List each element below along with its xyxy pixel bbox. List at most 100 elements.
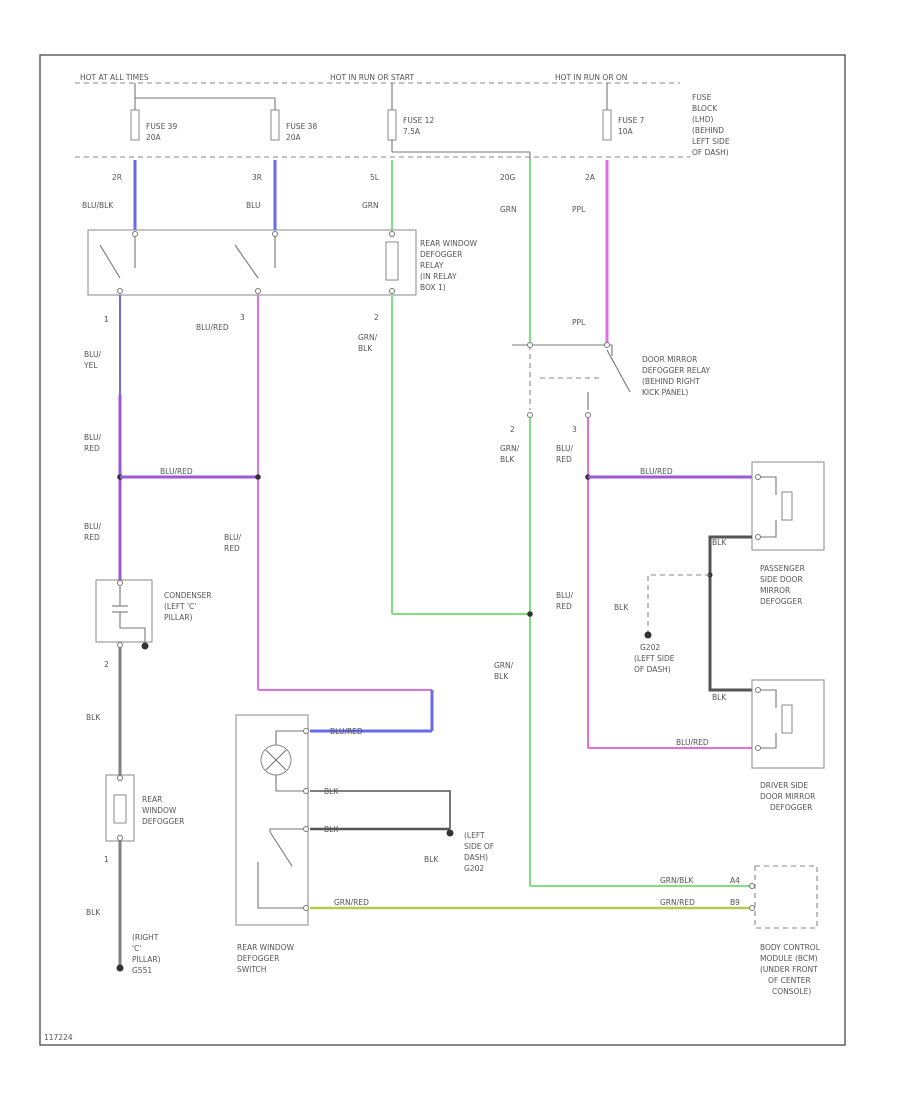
wire-grn-20g-label: GRN: [500, 205, 517, 214]
wire-blu-yel-label-2: YEL: [83, 361, 98, 370]
svg-text:OF CENTER: OF CENTER: [768, 976, 811, 985]
g551-ground: [116, 964, 124, 972]
svg-text:BOX 1): BOX 1): [420, 283, 446, 292]
svg-text:B9: B9: [730, 898, 740, 907]
fuse-12-rating: 7.5A: [403, 127, 421, 136]
svg-text:A4: A4: [730, 876, 740, 885]
rear-window-defogger-relay: REAR WINDOW DEFOGGER RELAY (IN RELAY BOX…: [87, 229, 478, 296]
wire-blu-blk-label: BLU/BLK: [82, 201, 114, 210]
fuse-39-label: FUSE 39: [146, 122, 177, 131]
svg-text:CONSOLE): CONSOLE): [772, 987, 811, 996]
fuse-12-pin: 5L: [370, 173, 380, 182]
wire-blu-red-left-label-2: RED: [84, 444, 100, 453]
fuse-38: FUSE 38 20A: [270, 109, 317, 142]
wire-blk-mirror-link: [708, 535, 752, 692]
switch-ground-wire-label: BLK: [424, 855, 439, 864]
fuse-block-label: FUSE BLOCK (LHD) (BEHIND LEFT SIDE OF DA…: [692, 93, 730, 157]
relay-out-pin-2: 2: [374, 313, 379, 322]
g202-label-1: G202: [640, 643, 660, 652]
g202-label-2: (LEFT SIDE: [634, 654, 675, 663]
wire-grn-label: GRN: [362, 201, 379, 210]
door-mirror-defogger-relay: PPL DOOR MIRROR DEFOGGER RELAY (BEHIND R…: [512, 318, 711, 418]
hot-run-on-label: HOT IN RUN OR ON: [555, 73, 627, 82]
svg-text:BODY CONTROL: BODY CONTROL: [760, 943, 821, 952]
door-relay-wire-1: GRN/: [500, 444, 520, 453]
door-relay-wire-2: BLK: [500, 455, 515, 464]
wire-grn-blk-label-2: BLK: [358, 344, 373, 353]
fuse-12: FUSE 12 7.5A: [387, 109, 434, 141]
wire-blu-red-h1-label: BLU/RED: [160, 467, 193, 476]
wire-blu-red-left-label-3: BLU/: [84, 522, 101, 531]
fuse-7-label: FUSE 7: [618, 116, 645, 125]
wire-blk-1-label: BLK: [86, 713, 101, 722]
svg-text:KICK PANEL): KICK PANEL): [642, 388, 688, 397]
wire-grn-blk-low-1: GRN/: [494, 661, 514, 670]
door-relay-wire-3: BLU/: [556, 444, 573, 453]
wire-blu-red-right-label-1: BLU/: [556, 591, 573, 600]
svg-text:REAR WINDOW: REAR WINDOW: [420, 239, 478, 248]
svg-text:FUSE: FUSE: [692, 93, 712, 102]
svg-text:(LEFT 'C': (LEFT 'C': [164, 602, 196, 611]
svg-text:DEFOGGER: DEFOGGER: [760, 597, 802, 606]
fuse-12-label: FUSE 12: [403, 116, 434, 125]
svg-text:SWITCH: SWITCH: [237, 965, 266, 974]
wire-blu-red-label: BLU/RED: [196, 323, 229, 332]
wire-grn-blk-label-1: GRN/: [358, 333, 378, 342]
bcm-grn-blk-label: GRN/BLK: [660, 876, 694, 885]
svg-text:RELAY: RELAY: [420, 261, 444, 270]
wire-grn-blk-low-2: BLK: [494, 672, 509, 681]
wire-blu-red-mid-label-2: RED: [224, 544, 240, 553]
relay-out-pin-3: 3: [240, 313, 245, 322]
svg-text:REAR WINDOW: REAR WINDOW: [237, 943, 295, 952]
relay-out-pin-1: 1: [104, 315, 109, 324]
wire-blk-2-label: BLK: [86, 908, 101, 917]
svg-text:SIDE DOOR: SIDE DOOR: [760, 575, 803, 584]
wire-blu-yel-label-1: BLU/: [84, 350, 101, 359]
wire-blu-red-left-label-1: BLU/: [84, 433, 101, 442]
svg-text:(BEHIND RIGHT: (BEHIND RIGHT: [642, 377, 700, 386]
wire-blk-switch-1: [310, 790, 451, 829]
g202-ground: [644, 631, 652, 639]
wire-blu-red-h2-label: BLU/RED: [640, 467, 673, 476]
svg-text:DEFOGGER: DEFOGGER: [420, 250, 462, 259]
svg-text:DOOR MIRROR: DOOR MIRROR: [760, 792, 815, 801]
door-relay-pin-3: 3: [572, 425, 577, 434]
wire-blu-label: BLU: [246, 201, 260, 210]
left-side-dash-ground-label: (LEFT SIDE OF DASH) G202: [464, 831, 494, 873]
pin-20g: 20G: [500, 173, 516, 182]
switch-blk-2-label: BLK: [324, 825, 339, 834]
svg-text:WINDOW: WINDOW: [142, 806, 177, 815]
diagram-frame: [39, 54, 846, 1046]
svg-text:PASSENGER: PASSENGER: [760, 564, 805, 573]
bcm-grn-red-label: GRN/RED: [660, 898, 695, 907]
svg-text:OF DASH): OF DASH): [692, 148, 729, 157]
ppl-at-relay-label: PPL: [572, 318, 586, 327]
g202-switch-ground: [446, 829, 454, 837]
svg-text:DEFOGGER: DEFOGGER: [237, 954, 279, 963]
hot-at-all-times-label: HOT AT ALL TIMES: [80, 73, 149, 82]
svg-text:MODULE (BCM): MODULE (BCM): [760, 954, 818, 963]
diagram-id: 117224: [44, 1033, 73, 1042]
svg-text:DASH): DASH): [464, 853, 488, 862]
body-control-module: A4 B9 BODY CONTROL MODULE (BCM) (UNDER F…: [730, 865, 821, 996]
g202-label-3: OF DASH): [634, 665, 671, 674]
svg-text:LEFT SIDE: LEFT SIDE: [692, 137, 730, 146]
door-relay-pin-2: 2: [510, 425, 515, 434]
wire-blu-red-right-label-2: RED: [556, 602, 572, 611]
wire-blu-red-mid-label-1: BLU/: [224, 533, 241, 542]
condenser: CONDENSER (LEFT 'C' PILLAR): [95, 579, 212, 650]
svg-text:DRIVER SIDE: DRIVER SIDE: [760, 781, 808, 790]
hot-run-start-label: HOT IN RUN OR START: [330, 73, 414, 82]
svg-text:(IN RELAY: (IN RELAY: [420, 272, 457, 281]
driver-side-door-mirror-defogger: DRIVER SIDE DOOR MIRROR DEFOGGER: [751, 679, 825, 812]
wire-blk-pass-label: BLK: [712, 538, 727, 547]
fuse-7-pin: 2A: [585, 173, 596, 182]
svg-text:DEFOGGER: DEFOGGER: [770, 803, 812, 812]
rear-window-defogger-switch: REAR WINDOW DEFOGGER SWITCH: [235, 714, 309, 974]
door-relay-wire-4: RED: [556, 455, 572, 464]
switch-grn-red-label: GRN/RED: [334, 898, 369, 907]
svg-text:DEFOGGER: DEFOGGER: [142, 817, 184, 826]
svg-text:DEFOGGER RELAY: DEFOGGER RELAY: [642, 366, 711, 375]
svg-text:(LEFT: (LEFT: [464, 831, 485, 840]
